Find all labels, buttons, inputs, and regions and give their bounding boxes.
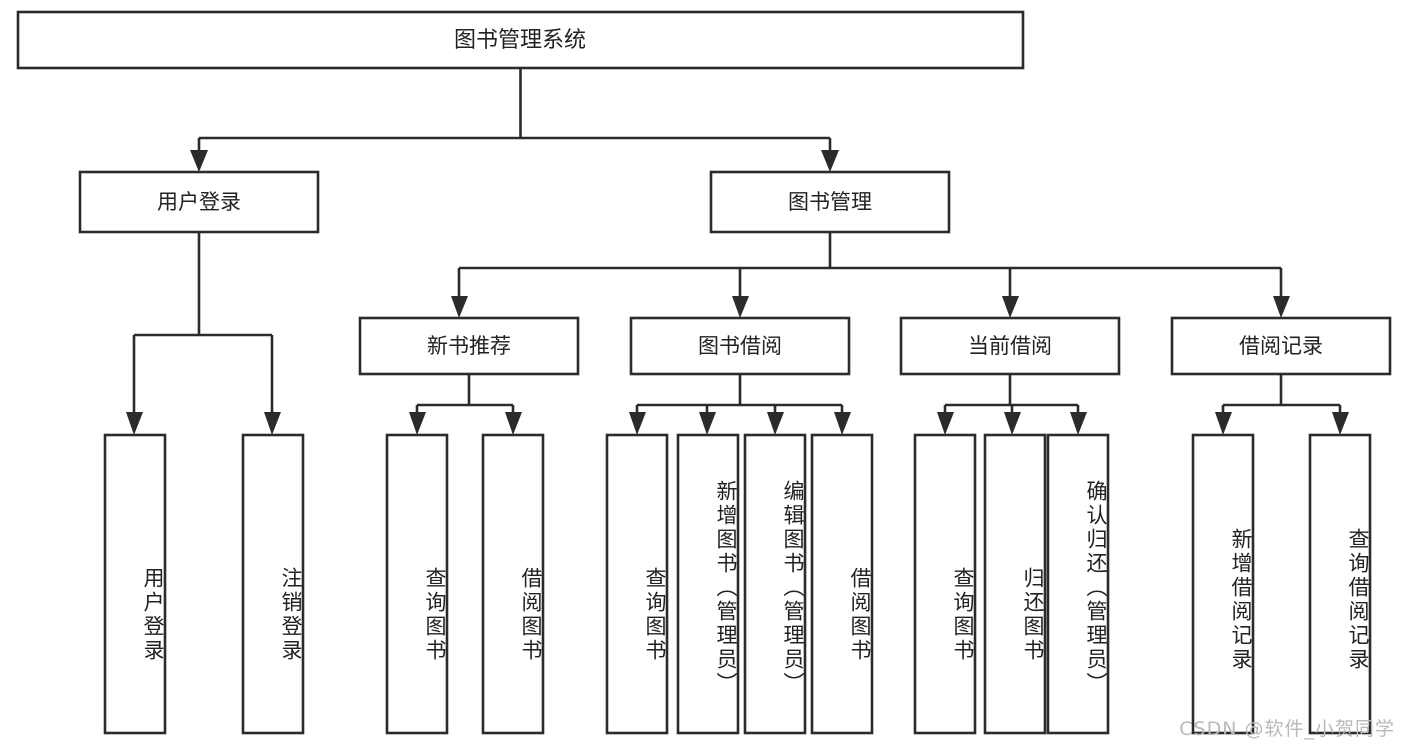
arrow-leaf-confirm-return — [1070, 412, 1087, 435]
node-box-leaf-query-book-3[interactable] — [913, 433, 977, 735]
node-box-user-login[interactable] — [78, 170, 320, 234]
arrow-leaf-user-login — [126, 412, 143, 435]
node-box-leaf-return-book[interactable] — [983, 433, 1047, 735]
node-box-leaf-query-record[interactable] — [1308, 433, 1372, 735]
arrow-leaf-query-book-2 — [629, 412, 646, 435]
node-box-leaf-user-login[interactable] — [103, 433, 167, 735]
node-label-book-manage: 图书管理 — [788, 190, 872, 214]
node-box-leaf-borrow-book-2[interactable] — [810, 433, 874, 735]
node-label-borrow-record: 借阅记录 — [1239, 334, 1323, 358]
node-box-leaf-query-book-2[interactable] — [605, 433, 669, 735]
nodes-layer: 图书管理系统 用户登录 图书管理 新书推荐 图书借阅 当前借阅 借阅记录 — [16, 10, 1392, 735]
arrow-leaf-add-record — [1215, 412, 1232, 435]
arrow-leaf-query-book-3 — [937, 412, 954, 435]
node-box-leaf-query-book-1[interactable] — [385, 433, 449, 735]
node-box-leaf-logout[interactable] — [241, 433, 305, 735]
node-box-leaf-add-book[interactable] — [676, 433, 740, 735]
node-box-current-borrow[interactable] — [899, 316, 1121, 376]
arrow-leaf-logout — [264, 412, 281, 435]
node-label-current-borrow: 当前借阅 — [968, 334, 1052, 358]
arrow-borrow-record — [1273, 296, 1290, 318]
node-label-new-book-rec: 新书推荐 — [427, 334, 511, 358]
node-box-book-manage[interactable] — [709, 170, 951, 234]
node-box-borrow-record[interactable] — [1170, 316, 1392, 376]
node-box-title[interactable] — [16, 10, 1025, 70]
arrow-book-borrow — [732, 296, 749, 318]
node-box-leaf-borrow-book-1[interactable] — [481, 433, 545, 735]
arrow-leaf-borrow-book-1 — [505, 412, 522, 435]
node-label-title: 图书管理系统 — [454, 28, 586, 53]
arrow-leaf-add-book — [699, 412, 716, 435]
arrow-leaf-query-book-1 — [409, 412, 426, 435]
node-label-user-login: 用户登录 — [157, 190, 241, 214]
arrow-user-login — [190, 150, 208, 172]
arrow-current-borrow — [1002, 296, 1019, 318]
arrow-leaf-query-record — [1332, 412, 1349, 435]
node-label-book-borrow: 图书借阅 — [698, 334, 782, 358]
node-box-leaf-confirm-return[interactable] — [1046, 433, 1110, 735]
arrow-leaf-edit-book — [767, 412, 784, 435]
arrow-new-book-rec — [451, 296, 468, 318]
csdn-watermark: CSDN @软件_小贺同学 — [1179, 718, 1395, 740]
node-box-leaf-add-record[interactable] — [1191, 433, 1255, 735]
node-box-new-book-rec[interactable] — [358, 316, 580, 376]
edges-layer — [126, 68, 1349, 435]
arrow-leaf-return-book — [1004, 412, 1021, 435]
arrow-leaf-borrow-book-2 — [834, 412, 851, 435]
arrow-book-manage — [821, 150, 839, 172]
node-box-leaf-edit-book[interactable] — [743, 433, 807, 735]
node-box-book-borrow[interactable] — [629, 316, 851, 376]
